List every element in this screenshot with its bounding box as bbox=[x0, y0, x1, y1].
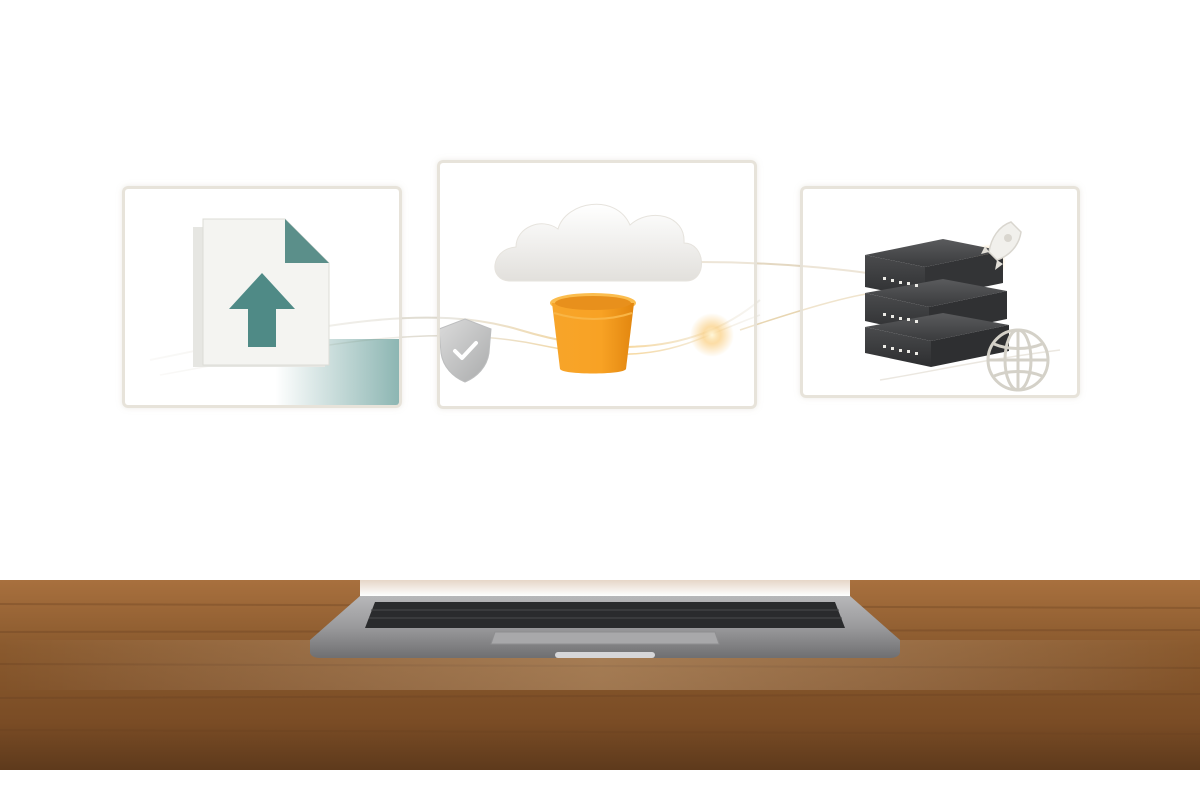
cloud-bucket-icon bbox=[494, 203, 702, 374]
file-upload-panel bbox=[122, 186, 402, 408]
laptop bbox=[310, 540, 900, 658]
shield-check-icon bbox=[438, 318, 492, 383]
rocket-icon bbox=[981, 221, 1022, 270]
server-hosting-panel bbox=[800, 186, 1080, 398]
globe-icon bbox=[986, 328, 1050, 392]
file-upload-icon bbox=[193, 218, 399, 405]
cloud-storage-panel bbox=[437, 160, 757, 409]
server-rack-icon bbox=[865, 239, 1009, 367]
